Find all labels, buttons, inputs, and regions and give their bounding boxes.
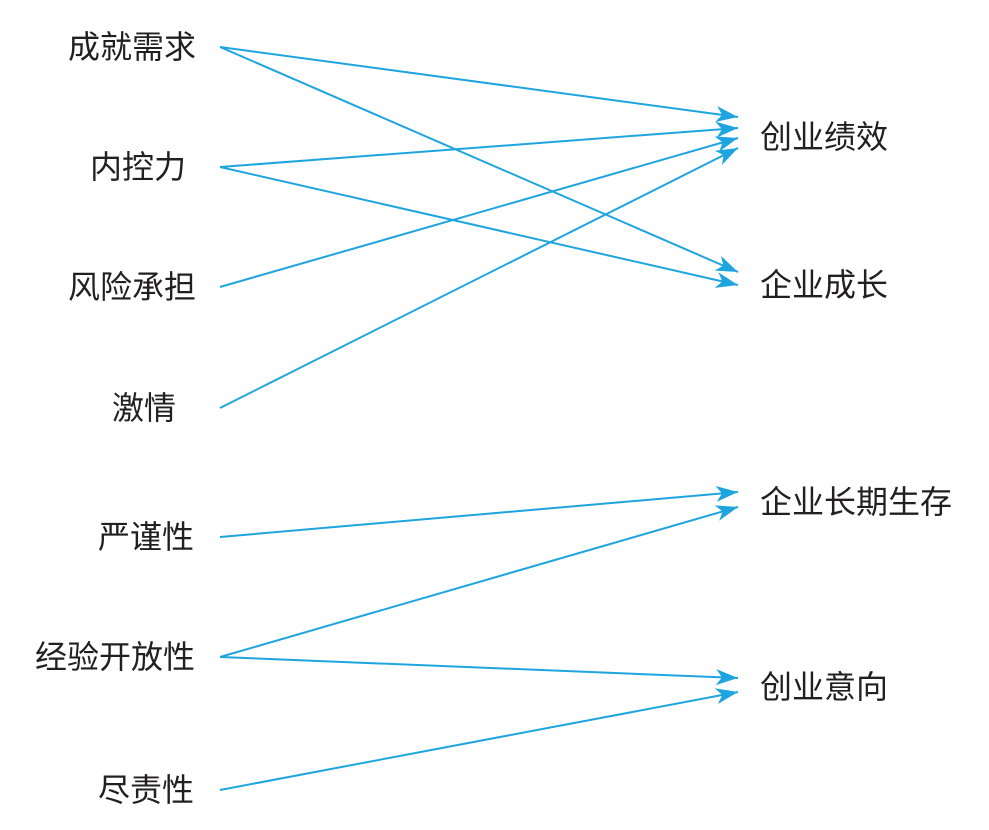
node-venture-performance: 创业绩效: [760, 118, 889, 156]
arrow-locus-of-control-to-firm-growth: [219, 166, 739, 288]
edges-group: [219, 46, 739, 791]
arrow-openness-to-long-term-survival: [219, 505, 739, 658]
node-passion: 激情: [112, 389, 177, 427]
arrow-locus-of-control-to-venture-performance: [219, 121, 739, 168]
node-openness: 经验开放性: [35, 638, 196, 676]
node-rigor: 严谨性: [98, 518, 195, 556]
node-risk-taking: 风险承担: [68, 268, 197, 306]
node-long-term-survival: 企业长期生存: [760, 483, 953, 521]
node-firm-growth: 企业成长: [760, 266, 889, 304]
arrow-rigor-to-long-term-survival: [219, 485, 739, 538]
node-conscientiousness: 尽责性: [98, 771, 195, 809]
node-locus-of-control: 内控力: [90, 148, 187, 186]
node-entrepreneurial-intention: 创业意向: [760, 668, 889, 706]
arrow-conscientiousness-to-entrepreneurial-intention: [219, 688, 739, 791]
arrow-risk-taking-to-venture-performance: [219, 136, 739, 288]
arrow-openness-to-entrepreneurial-intention: [219, 656, 739, 686]
node-achievement-need: 成就需求: [68, 28, 197, 66]
arrow-achievement-need-to-venture-performance: [219, 46, 739, 122]
arrow-passion-to-venture-performance: [219, 147, 739, 409]
arrow-achievement-need-to-firm-growth: [219, 46, 739, 273]
